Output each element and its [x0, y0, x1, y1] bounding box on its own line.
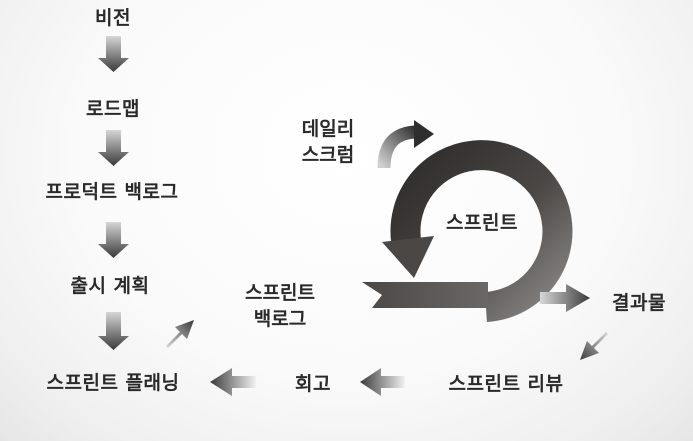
node-daily-scrum: 데일리 스크럼 [286, 116, 370, 168]
daily-scrum-line2: 스크럼 [301, 144, 355, 166]
node-sprint-backlog: 스프린트 백로그 [232, 280, 328, 332]
node-result: 결과물 [612, 292, 666, 314]
sprint-backlog-line1: 스프린트 [245, 282, 315, 304]
sprint-backlog-line2: 백로그 [253, 308, 307, 330]
sprint-loop-arrow [362, 140, 573, 322]
node-vision: 비전 [95, 7, 131, 29]
arrow-result-to-review [580, 332, 608, 360]
node-sprint: 스프린트 [446, 212, 518, 234]
arrow-retrospective-to-planning [210, 368, 256, 396]
node-retrospective: 회고 [295, 373, 331, 395]
arrow-roadmap-to-product-backlog [98, 130, 129, 166]
arrow-vision-to-roadmap [98, 36, 129, 72]
node-product-backlog: 프로덕트 백로그 [45, 181, 179, 203]
arrow-review-to-retrospective [360, 368, 405, 396]
node-roadmap: 로드맵 [86, 98, 140, 120]
node-sprint-review: 스프린트 리뷰 [448, 373, 564, 395]
arrow-planning-to-sprint-backlog [166, 320, 194, 348]
node-sprint-planning: 스프린트 플래닝 [46, 372, 180, 394]
arrow-product-backlog-to-release [98, 222, 129, 258]
node-release-planning: 출시 계획 [70, 275, 150, 297]
daily-scrum-line1: 데일리 [301, 118, 355, 140]
arrow-sprint-to-result [540, 284, 590, 312]
arrow-release-to-sprint-planning [98, 312, 129, 350]
daily-scrum-arrow [377, 120, 434, 169]
